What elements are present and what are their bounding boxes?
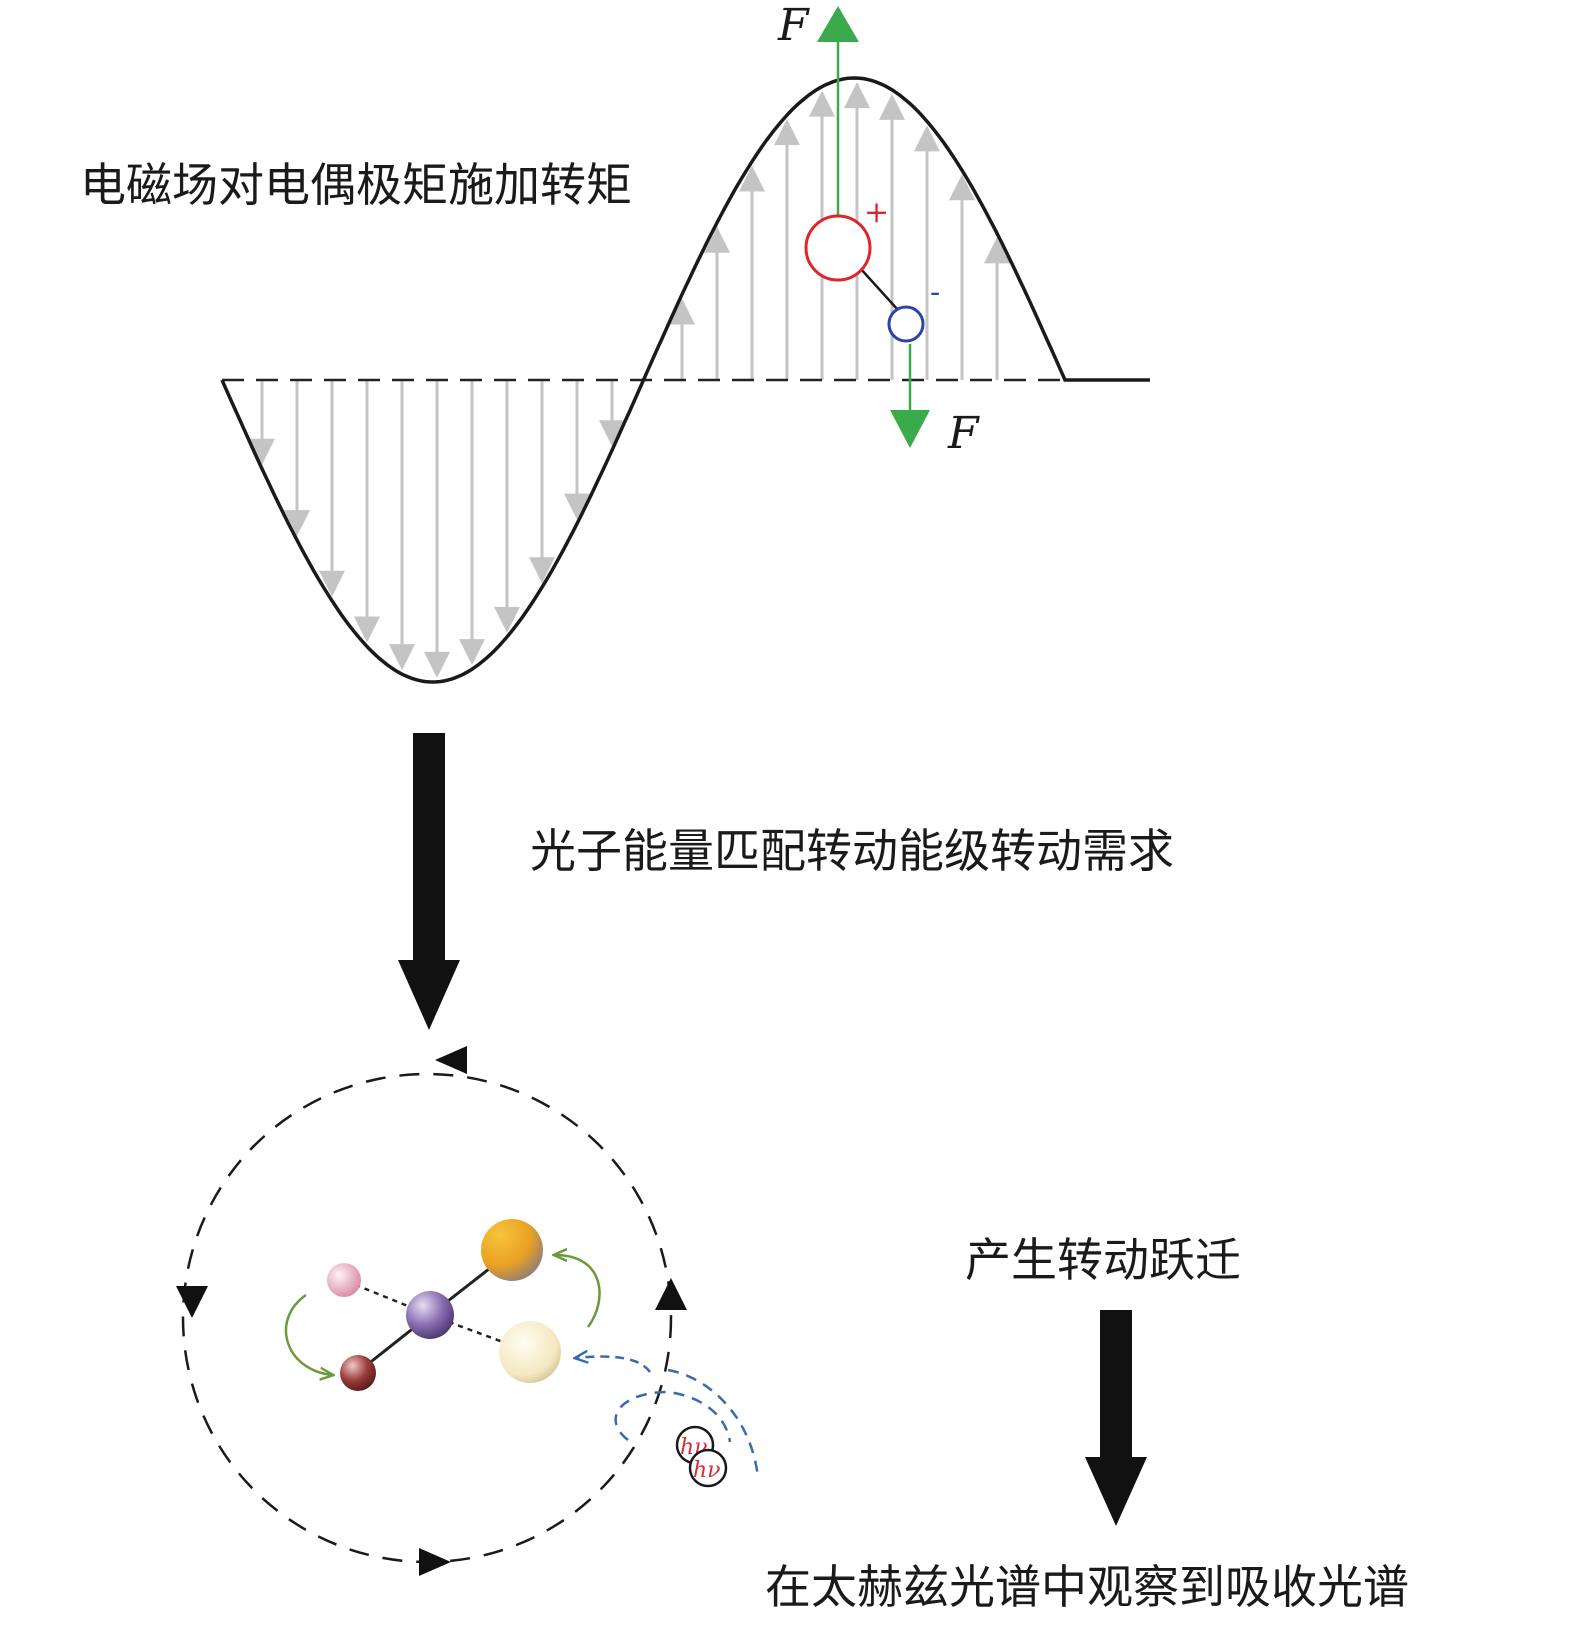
field-arrowhead-icon: [529, 557, 555, 584]
orbit-arrow-bottom-icon: [419, 1548, 451, 1576]
observation-caption: 在太赫兹光谱中观察到吸收光谱: [765, 1560, 1409, 1614]
field-arrowhead-icon: [774, 119, 800, 146]
rotation-curl-left-icon: [284, 1293, 332, 1375]
field-arrowhead-icon: [739, 165, 765, 192]
field-arrowhead-icon: [459, 639, 485, 666]
field-arrowhead-icon: [389, 644, 415, 671]
transition-caption: 产生转动跃迁: [965, 1233, 1241, 1287]
field-arrowhead-icon: [879, 93, 905, 120]
atom-pink-icon: [327, 1263, 361, 1297]
plus-sign: +: [864, 195, 889, 230]
atom-brown-icon: [340, 1355, 376, 1391]
force-arrowhead-down-icon: [890, 410, 930, 448]
dipole-bond: [859, 267, 899, 311]
photon-icon-2: [688, 1448, 728, 1488]
flow-arrow-1-head-icon: [398, 960, 460, 1030]
field-arrowhead-icon: [494, 606, 520, 633]
atom-cream-icon: [499, 1321, 561, 1383]
field-arrowhead-icon: [844, 82, 870, 109]
photon-wave-arc-1: [614, 1390, 732, 1443]
field-arrowhead-icon: [914, 125, 940, 152]
field-arrowhead-icon: [704, 226, 730, 253]
field-arrowhead-icon: [599, 420, 625, 447]
electromagnetic-wave-curve: [220, 76, 1150, 684]
field-arrowhead-icon: [249, 438, 275, 465]
minus-sign: -: [930, 275, 940, 310]
flow-arrow-2-shaft: [1100, 1310, 1132, 1460]
flow-arrow-2-head-icon: [1085, 1457, 1147, 1526]
atom-center-purple-icon: [406, 1291, 454, 1339]
photon-match-caption: 光子能量匹配转动能级转动需求: [530, 824, 1174, 878]
flow-arrow-1-shaft: [413, 733, 445, 963]
field-arrowhead-icon: [984, 237, 1010, 264]
orbit-arrow-left-icon: [176, 1286, 208, 1318]
field-arrowhead-icon: [354, 616, 380, 643]
orbit-arrow-top-icon: [435, 1046, 467, 1074]
field-arrowhead-icon: [564, 493, 590, 520]
field-arrowhead-icon: [424, 651, 450, 678]
force-arrowhead-up-icon: [817, 6, 859, 42]
force-label-bottom: F: [947, 408, 980, 459]
photon-label-2: hν: [693, 1458, 721, 1483]
atom-gold-icon: [481, 1219, 543, 1281]
field-arrowhead-icon: [284, 510, 310, 537]
field-arrowhead-icon: [319, 570, 345, 597]
photon-path-arrow-icon: [576, 1357, 652, 1373]
orbit-arrow-right-icon: [655, 1278, 687, 1310]
field-arrowhead-icon: [949, 174, 975, 201]
negative-pole-icon: [887, 305, 925, 343]
positive-pole-icon: [804, 214, 872, 282]
field-arrowhead-icon: [809, 90, 835, 117]
molecule-dotted-bond-2: [429, 1313, 531, 1354]
rotation-curl-right-icon: [555, 1255, 601, 1328]
torque-caption: 电磁场对电偶极矩施加转矩: [80, 158, 632, 212]
field-arrowhead-icon: [669, 298, 695, 325]
force-label-top: F: [777, 0, 810, 51]
